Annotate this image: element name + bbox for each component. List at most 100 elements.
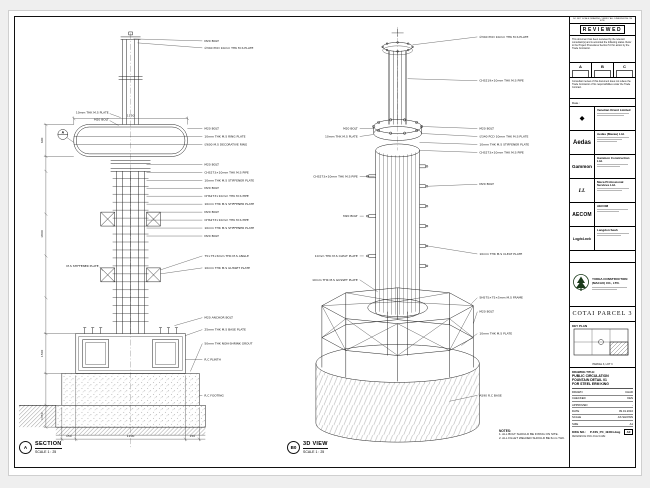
section-dimensions xyxy=(43,116,206,442)
annotation-label: M.S STIFFENER PLATE xyxy=(66,264,98,268)
annotation-label: M20 BOLT xyxy=(479,310,494,314)
title-block: DO NOT SCALE DRAWING. VERIFY ALL DIMENSI… xyxy=(569,17,635,467)
aedas-logo: Aedas xyxy=(570,131,595,154)
meta-value: KEN xyxy=(627,396,633,401)
note-line: 1. ALL BOLT SHOULD BE FIXING ON SITE. xyxy=(499,432,559,437)
annotation-label: 25mm THK M.S BASE PLATE xyxy=(204,328,246,332)
tree-logo-icon xyxy=(573,273,589,291)
iso-view-linework xyxy=(315,26,480,443)
annotation-label: M20 BOLT xyxy=(204,210,219,214)
date-row: Date : xyxy=(570,99,635,107)
dim-label: 150 xyxy=(66,434,72,438)
annotation-label: 10mm THK M.S CLEAT PLATE xyxy=(479,252,522,256)
meta-key: SIZE xyxy=(572,421,579,426)
annotation-label: 10mm THK M.S CLEAT PLATE xyxy=(315,254,358,258)
notes-title: NOTES: xyxy=(499,429,512,433)
company-name: Meca Professional Services Ltd. xyxy=(597,179,624,187)
annotation-label: CHS273×10mm THK M.S PIPE xyxy=(204,194,249,198)
annotation-label: M20 BOLT xyxy=(204,39,219,43)
venetian-crest-icon: ◆ xyxy=(570,107,595,130)
annotation-label: CHS273×10mm THK M.S PIPE xyxy=(313,174,358,178)
status-c-label: C xyxy=(623,63,626,69)
section-view-linework xyxy=(18,31,206,448)
address-text-bar xyxy=(597,164,628,166)
annotation-label: 10mm THK M.S STIFFENER PLATE xyxy=(204,202,254,206)
meta-value: - xyxy=(632,402,633,407)
status-a-label: A xyxy=(579,63,582,69)
dim-label: 1100 xyxy=(127,434,135,438)
company-name: AECOM xyxy=(597,203,609,208)
status-b-label: B xyxy=(601,63,604,69)
contractor-box: YUDEA CONSTRUCTION (MACAU) CO., LTD. xyxy=(570,263,635,307)
dim-label: 1500 xyxy=(40,350,44,358)
section-title: SECTION xyxy=(35,441,62,449)
contractor-name-line1: YUDEA CONSTRUCTION xyxy=(592,277,628,282)
section-detail-bubble xyxy=(57,129,69,140)
address-text-bar xyxy=(592,288,617,290)
cad-line-drawing: A M20 BOLT ∅340 PCD 10mm THK M.S PLATE M… xyxy=(18,26,529,448)
annotation-label: M20 BOLT xyxy=(204,186,219,190)
meta-value: CHAD xyxy=(625,389,633,394)
reviewed-stamp: REVIEWED xyxy=(570,24,635,36)
annotation-label: R.C PLINTH xyxy=(204,357,221,361)
meta-value: 09.01.2010 xyxy=(619,409,633,414)
section-dimension-labels: 1150 150 1100 150 600 1800 1500 1350 xyxy=(40,114,195,439)
reference-dwg-label: REFERENCE DWG FILE NAME: xyxy=(572,436,606,439)
annotation-label: 10mm THK M.S PLATE xyxy=(76,111,109,115)
drawing-title-line: FOR STEEL ERM KING xyxy=(572,382,609,387)
dwg-number-label: DWG NO.: xyxy=(572,429,586,434)
company-row: LogicLock Langdon Seah xyxy=(570,227,635,251)
meta-row: DRAWN CHAD xyxy=(572,389,633,396)
meta-key: DRAWN xyxy=(572,389,583,394)
meta-key: DATE xyxy=(572,409,580,414)
status-a-box xyxy=(572,69,589,77)
consultant-note: Consultant review of this document does … xyxy=(570,78,635,99)
meta-key: CHECKED xyxy=(572,396,586,401)
annotation-label: 10mm THK M.S STIFFENER PLATE xyxy=(479,142,529,146)
annotation-label: 10mm THK M.S GUSSET PLATE xyxy=(204,266,250,270)
gammon-logo: Gammon xyxy=(570,155,595,178)
annotation-label: SHS75×75×5mm M.S FRAME xyxy=(479,296,523,300)
review-status-text: This document has been reviewed by the r… xyxy=(570,36,635,63)
status-boxes: A B C xyxy=(570,63,635,78)
annotation-label: A590 R.C BASE xyxy=(479,393,502,397)
annotation-label: M20 BOLT xyxy=(94,118,109,122)
iso-annotations-left: M20 BOLT 10mm THK M.S PLATE CHS273×10mm … xyxy=(312,127,358,282)
project-title: COTAI PARCEL 3 xyxy=(570,307,635,322)
meta-value: A1 xyxy=(629,421,633,426)
address-text-bar xyxy=(597,112,630,114)
key-plan-box: KEY PLAN PARCEL 3, LOT 3 xyxy=(570,322,635,368)
spare-box xyxy=(570,251,635,263)
address-text-bar xyxy=(597,140,617,142)
status-b-box xyxy=(594,69,611,77)
status-cell-a: A xyxy=(570,63,592,77)
annotation-label: ∅600 M.S DECORATIVE RING xyxy=(204,142,248,146)
section-bubble: A xyxy=(19,441,32,454)
address-text-bar xyxy=(597,210,619,212)
annotation-label: CHS273×10mm THK M.S PIPE xyxy=(204,218,249,222)
detail-bubble-label: A xyxy=(62,130,65,134)
dwg-number-row: DWG NO.: P-F3S_PC_4E004.dwg A0 xyxy=(572,428,633,435)
drawing-title-line: FOUNTAIN DETAIL 01 xyxy=(572,378,607,383)
annotation-label: M20 ANCHOR BOLT xyxy=(204,316,233,320)
address-text-bar xyxy=(597,232,629,234)
annotation-label: M20 BOLT xyxy=(479,127,494,131)
annotation-label: 10mm THK M.S GUSSET PLATE xyxy=(312,278,358,282)
company-name: Aedas (Macau) Ltd. xyxy=(597,131,625,136)
annotation-label: CHS273×10mm THK M.S PIPE xyxy=(204,170,249,174)
address-text-bar xyxy=(597,188,630,190)
address-text-bar xyxy=(597,234,621,236)
address-text-bar xyxy=(597,166,621,168)
annotation-label: M20 BOLT xyxy=(343,214,358,218)
drawing-title-line: PUBLIC CIRCULATION xyxy=(572,374,609,378)
iso-bubble: B0 xyxy=(287,441,300,454)
note-line: 2. ALL FILLET WELDED SHOULD BE 6mm THK. xyxy=(499,436,565,441)
key-plan-drawing xyxy=(573,328,629,355)
reviewed-stamp-text: REVIEWED xyxy=(579,25,626,34)
address-text-bar xyxy=(597,138,623,140)
company-name: Venetian Orient Limited xyxy=(597,107,631,112)
drawing-sheet: A M20 BOLT ∅340 PCD 10mm THK M.S PLATE M… xyxy=(8,10,642,476)
annotation-label: CHS219×10mm THK M.S PIPE xyxy=(479,79,524,83)
annotation-label: 10mm THK M.S PLATE xyxy=(325,134,358,138)
